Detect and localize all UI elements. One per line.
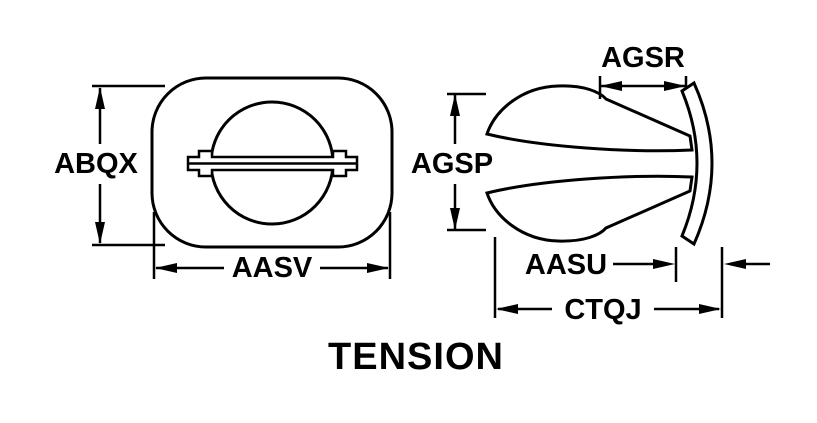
arrow-left-icon [496, 304, 518, 314]
label-abqx: ABQX [54, 148, 138, 180]
arrow-right-icon [367, 263, 389, 273]
front-view [150, 76, 394, 249]
arrow-up-icon [95, 87, 105, 109]
arrow-right-icon [699, 304, 721, 314]
dim-agsr: AGSR [598, 42, 688, 99]
arrow-right-icon [664, 81, 686, 91]
side-view-lower-lobe [485, 174, 694, 243]
arrow-down-icon [95, 222, 105, 244]
dim-agsp: AGSP [411, 92, 493, 232]
label-aasv: AASV [232, 252, 313, 284]
caption-tension: TENSION [328, 336, 504, 378]
dim-ctqj: CTQJ [493, 237, 724, 326]
label-agsp: AGSP [411, 148, 493, 180]
arrow-left-icon [724, 259, 746, 269]
arrow-down-icon [450, 208, 460, 230]
label-aasu: AASU [525, 249, 607, 281]
arrow-up-icon [450, 94, 460, 116]
dim-aasv: AASV [152, 212, 392, 284]
dim-abqx: ABQX [54, 84, 165, 247]
arrow-left-icon [600, 81, 622, 91]
side-view-upper-lobe [485, 84, 694, 153]
arrow-right-icon [653, 259, 675, 269]
arrow-left-icon [155, 263, 177, 273]
side-view-flange [680, 80, 714, 247]
side-view [485, 80, 714, 247]
label-ctqj: CTQJ [564, 294, 641, 326]
dim-aasu: AASU [525, 247, 770, 282]
label-agsr: AGSR [601, 42, 685, 74]
